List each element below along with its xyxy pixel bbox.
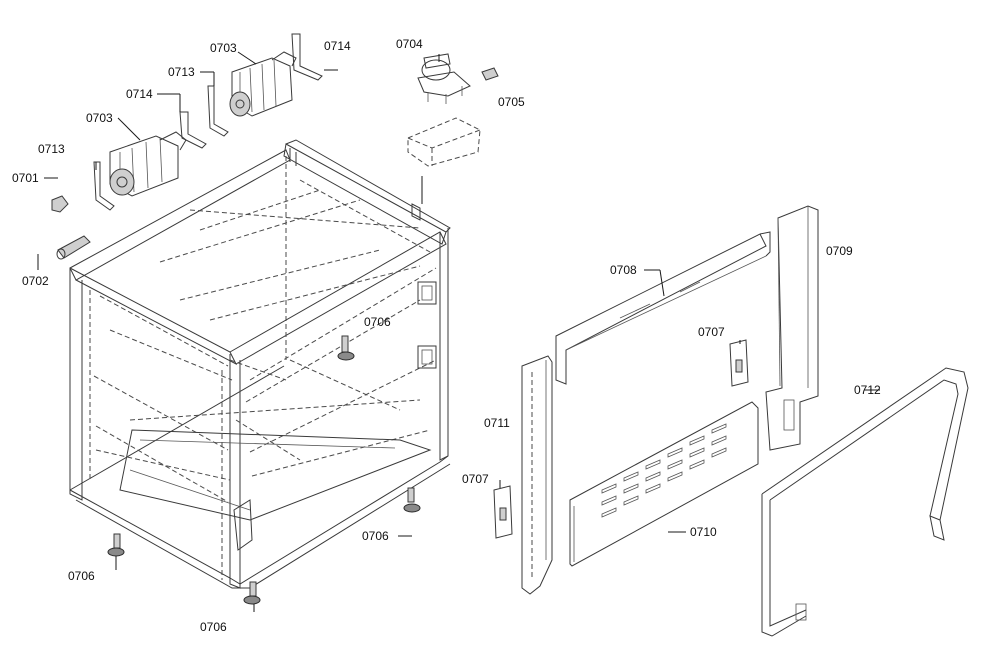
part-0710-vent-panel bbox=[569, 401, 759, 567]
part-0713-upper-bracket bbox=[207, 85, 229, 137]
vent-slot bbox=[711, 447, 727, 458]
vent-slot bbox=[601, 483, 617, 494]
callout-0702: 0702 bbox=[22, 274, 49, 288]
callout-0707-left: 0707 bbox=[462, 472, 489, 486]
callout-0714-upper: 0714 bbox=[324, 39, 351, 53]
part-0706-foot-right bbox=[403, 487, 421, 513]
callout-0704: 0704 bbox=[396, 37, 423, 51]
vent-slot bbox=[689, 459, 705, 470]
callout-0706-right: 0706 bbox=[362, 529, 389, 543]
vent-slot bbox=[623, 483, 639, 494]
vent-slot bbox=[689, 447, 705, 458]
vent-slots bbox=[601, 423, 727, 518]
part-0709-side-post bbox=[765, 205, 819, 451]
callout-0703-upper: 0703 bbox=[210, 41, 237, 55]
part-0706-foot-center bbox=[243, 581, 261, 605]
part-0703-lower-motor bbox=[109, 131, 187, 197]
vent-slot bbox=[667, 459, 683, 470]
vent-slot bbox=[689, 435, 705, 446]
part-0714-upper-bracket bbox=[291, 33, 323, 81]
callout-0706-left: 0706 bbox=[68, 569, 95, 583]
vent-slot bbox=[623, 471, 639, 482]
callout-0705: 0705 bbox=[498, 95, 525, 109]
callout-0706-top: 0706 bbox=[364, 315, 391, 329]
part-0714-lower-bracket bbox=[179, 111, 207, 149]
part-0706-foot-top bbox=[337, 335, 355, 361]
part-0701-knob bbox=[51, 195, 69, 213]
part-0707-bracket-right bbox=[729, 339, 749, 387]
callout-0707-right: 0707 bbox=[698, 325, 725, 339]
callout-0713-lower: 0713 bbox=[38, 142, 65, 156]
part-0708-panel-rail bbox=[555, 231, 771, 385]
part-0703-upper-motor bbox=[229, 51, 297, 117]
callout-0712: 0712 bbox=[854, 383, 881, 397]
leader-lines bbox=[37, 51, 880, 612]
callout-0711: 0711 bbox=[484, 416, 510, 430]
vent-slot bbox=[601, 507, 617, 518]
callout-labels: 0703 0714 0704 0713 0705 0714 0703 0713 … bbox=[12, 37, 881, 634]
callout-0706-bottom: 0706 bbox=[200, 620, 227, 634]
part-0706-foot-left bbox=[107, 533, 125, 557]
main-frame bbox=[69, 139, 451, 589]
vent-slot bbox=[645, 459, 661, 470]
vent-slot bbox=[711, 423, 727, 434]
callout-0710: 0710 bbox=[690, 525, 717, 539]
part-0704-switch bbox=[417, 53, 471, 104]
callout-0713-upper: 0713 bbox=[168, 65, 195, 79]
callout-0714-lower: 0714 bbox=[126, 87, 153, 101]
vent-slot bbox=[601, 495, 617, 506]
part-0705-pin bbox=[481, 67, 499, 81]
callout-0708: 0708 bbox=[610, 263, 637, 277]
callout-0701: 0701 bbox=[12, 171, 39, 185]
vent-slot bbox=[645, 471, 661, 482]
vent-slot bbox=[623, 495, 639, 506]
part-0712-handle bbox=[761, 367, 969, 637]
vent-slot bbox=[711, 435, 727, 446]
part-0713-lower-bracket bbox=[93, 161, 115, 211]
callout-0709: 0709 bbox=[826, 244, 853, 258]
vent-slot bbox=[645, 483, 661, 494]
vent-slot bbox=[667, 447, 683, 458]
part-tray bbox=[407, 117, 481, 167]
callout-0703-lower: 0703 bbox=[86, 111, 113, 125]
part-0702-cylinder bbox=[56, 235, 91, 260]
part-0711-left-post bbox=[521, 355, 553, 595]
part-0707-bracket-left bbox=[493, 485, 513, 539]
vent-slot bbox=[667, 471, 683, 482]
